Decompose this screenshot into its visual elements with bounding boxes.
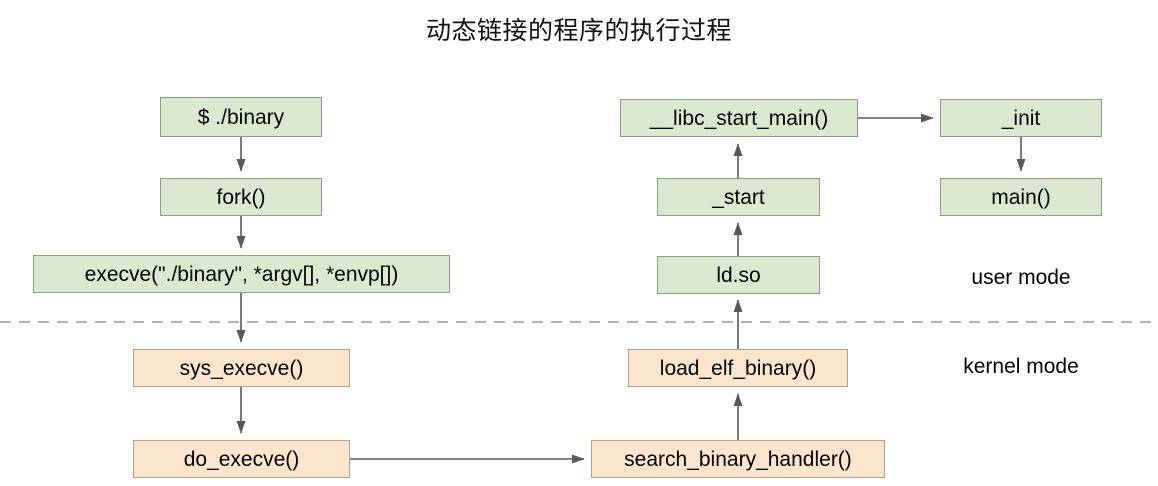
node-load-elf-binary[interactable]: load_elf_binary()	[628, 349, 848, 387]
node-main[interactable]: main()	[940, 178, 1102, 216]
node-fork[interactable]: fork()	[160, 178, 322, 216]
node-ld-so[interactable]: ld.so	[657, 256, 820, 294]
label-user-mode: user mode	[971, 266, 1071, 289]
node-start[interactable]: _start	[657, 178, 820, 216]
node-shell-command[interactable]: $ ./binary	[160, 97, 322, 137]
page-title: 动态链接的程序的执行过程	[425, 17, 732, 45]
label-kernel-mode: kernel mode	[963, 355, 1079, 378]
node-sys-execve[interactable]: sys_execve()	[133, 349, 350, 387]
node-init[interactable]: _init	[940, 99, 1102, 137]
node-libc-start-main[interactable]: __libc_start_main()	[620, 99, 858, 137]
node-search-binary-handler[interactable]: search_binary_handler()	[591, 440, 885, 478]
node-do-execve[interactable]: do_execve()	[133, 440, 350, 478]
node-execve[interactable]: execve("./binary", *argv[], *envp[])	[33, 255, 450, 293]
